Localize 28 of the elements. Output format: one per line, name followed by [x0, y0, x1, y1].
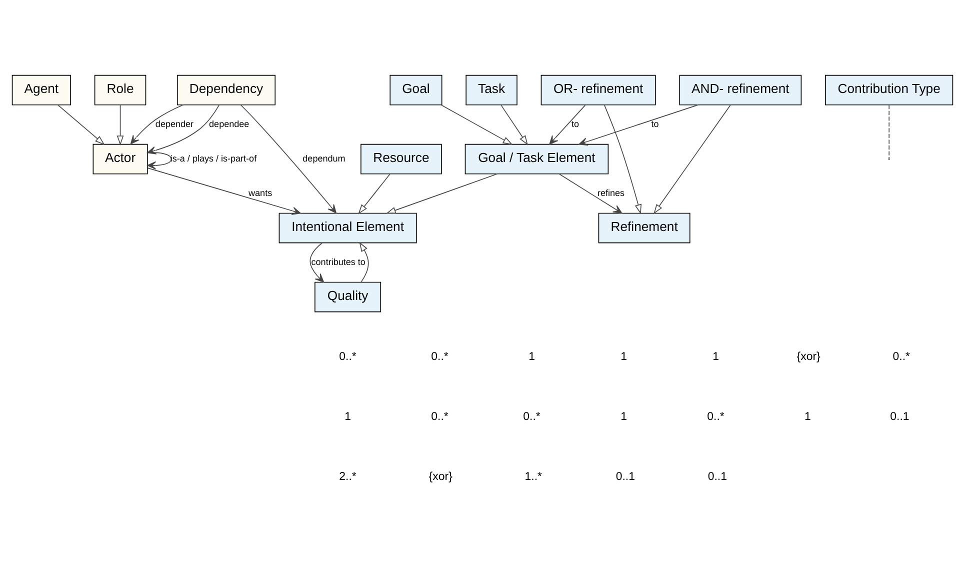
label: {xor} [428, 470, 452, 482]
edge-label: dependum [302, 152, 346, 163]
label: 0..1 [890, 410, 910, 423]
edge-label: contributes to [311, 256, 366, 266]
label: 2..* [339, 470, 356, 482]
label: 1..* [524, 470, 542, 482]
label: 1 [528, 350, 535, 363]
label: 1 [344, 410, 351, 423]
label: 0..1 [708, 470, 727, 482]
label: 1 [804, 410, 811, 423]
edge-label: dependee [209, 118, 250, 128]
edge-label: refines [598, 187, 625, 198]
label: 0..* [707, 410, 724, 423]
label: 0..* [892, 350, 910, 363]
label: {xor} [796, 350, 820, 363]
label: 0..* [431, 350, 448, 363]
label: 0..* [339, 350, 356, 363]
edge-label: is-a / plays / is-part-of [170, 152, 257, 163]
label: 0..* [431, 410, 448, 423]
label: 1 [620, 350, 627, 363]
label: 1 [620, 410, 627, 423]
edge-label: wants [248, 187, 272, 198]
label: 1 [712, 350, 719, 363]
edge-label: to [572, 118, 580, 128]
edge-label: depender [155, 118, 194, 128]
label: 0..* [523, 410, 540, 423]
label: 0..1 [616, 470, 635, 482]
edge-label: to [651, 118, 659, 128]
